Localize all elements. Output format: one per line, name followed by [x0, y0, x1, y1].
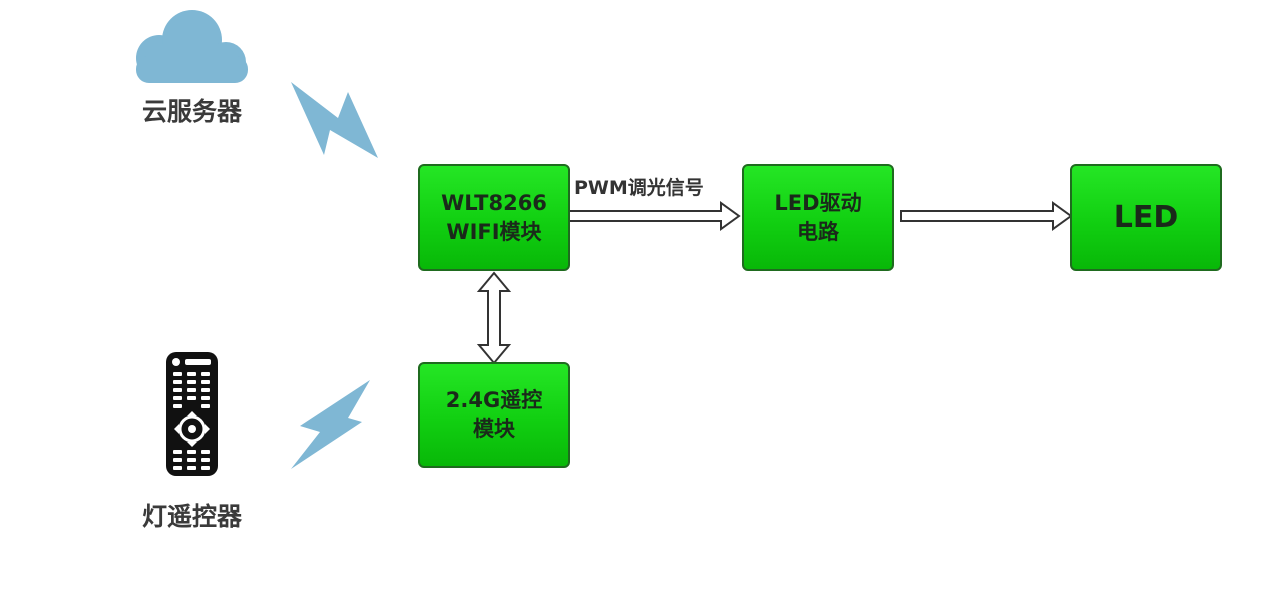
- pwm-signal-label: PWM调光信号: [574, 177, 704, 199]
- wifi-module-box: WLT8266 WIFI模块: [418, 164, 570, 271]
- cloud-icon: [136, 10, 248, 83]
- wifi-module-line-1: WLT8266: [441, 190, 547, 215]
- rf-module-line-1: 2.4G遥控: [445, 388, 543, 412]
- cloud-label: 云服务器: [141, 97, 242, 126]
- arrow-wifi-rf-bidirectional: [476, 271, 512, 365]
- led-driver-line-2: 电路: [797, 219, 839, 244]
- remote-control-icon: [166, 352, 218, 476]
- wifi-module-line-2: WIFI模块: [446, 219, 542, 244]
- led-driver-box: LED驱动 电路: [742, 164, 894, 271]
- rf-module-line-2: 模块: [473, 417, 515, 441]
- arrow-wifi-to-driver: [568, 201, 741, 231]
- lightning-bolt-bottom: [291, 380, 370, 469]
- led-box: LED: [1070, 164, 1222, 271]
- lightning-bolt-top: [291, 82, 378, 158]
- led-driver-line-1: LED驱动: [774, 190, 862, 215]
- remote-label: 灯遥控器: [141, 502, 242, 531]
- led-line-1: LED: [1113, 200, 1179, 235]
- arrow-driver-to-led: [900, 201, 1073, 231]
- rf-module-box: 2.4G遥控 模块: [418, 362, 570, 468]
